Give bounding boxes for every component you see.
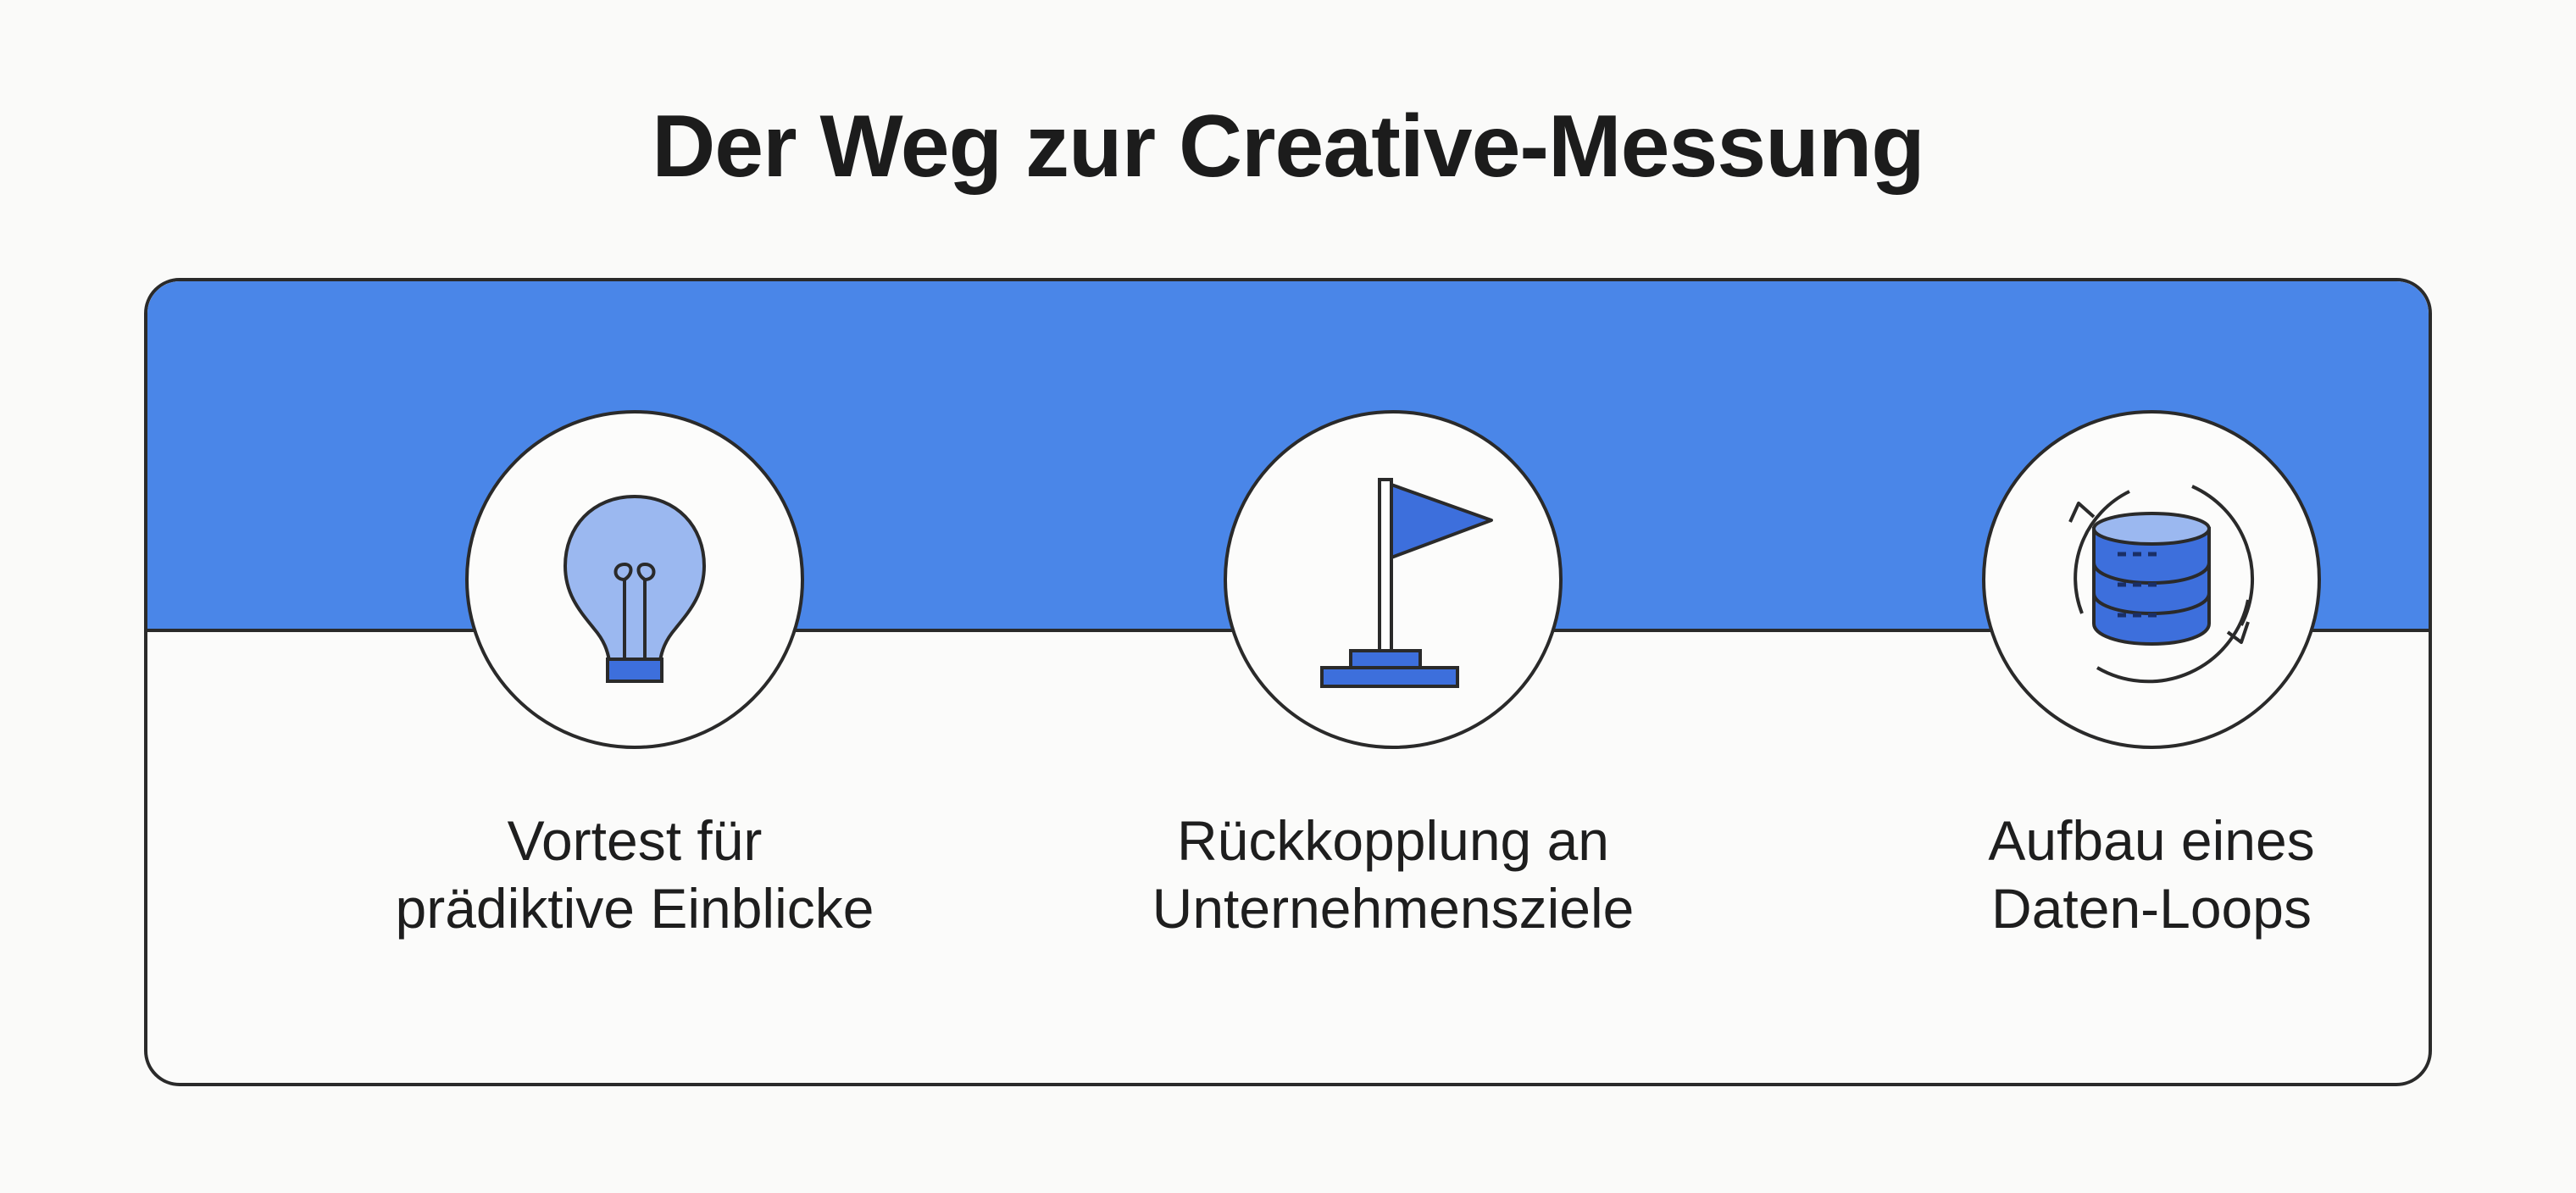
step-2-label-line1: Rückkopplung an (1176, 809, 1610, 872)
step-2-label-line2: Unternehmensziele (1152, 877, 1635, 940)
step-3-label-line1: Aufbau eines (1988, 809, 2315, 872)
database-cycle-icon (2068, 485, 2255, 684)
step-1-label-line2: prädiktive Einblicke (395, 877, 874, 940)
step-1-label: Vortest für prädiktive Einblicke (364, 807, 906, 942)
step-1-icon-circle (465, 410, 804, 749)
step-2-label: Rückkopplung an Unternehmensziele (1122, 807, 1664, 942)
steps-card: Vortest für prädiktive Einblicke Rückkop… (144, 278, 2432, 1086)
lightbulb-icon (563, 494, 707, 683)
step-3-label-line2: Daten-Loops (1991, 877, 2312, 940)
step-1-label-line1: Vortest für (507, 809, 763, 872)
step-3-label: Aufbau eines Daten-Loops (1880, 807, 2423, 942)
flag-icon (1320, 478, 1493, 688)
step-3-icon-circle (1982, 410, 2321, 749)
diagram-title: Der Weg zur Creative-Messung (652, 97, 1925, 196)
step-2-icon-circle (1224, 410, 1563, 749)
